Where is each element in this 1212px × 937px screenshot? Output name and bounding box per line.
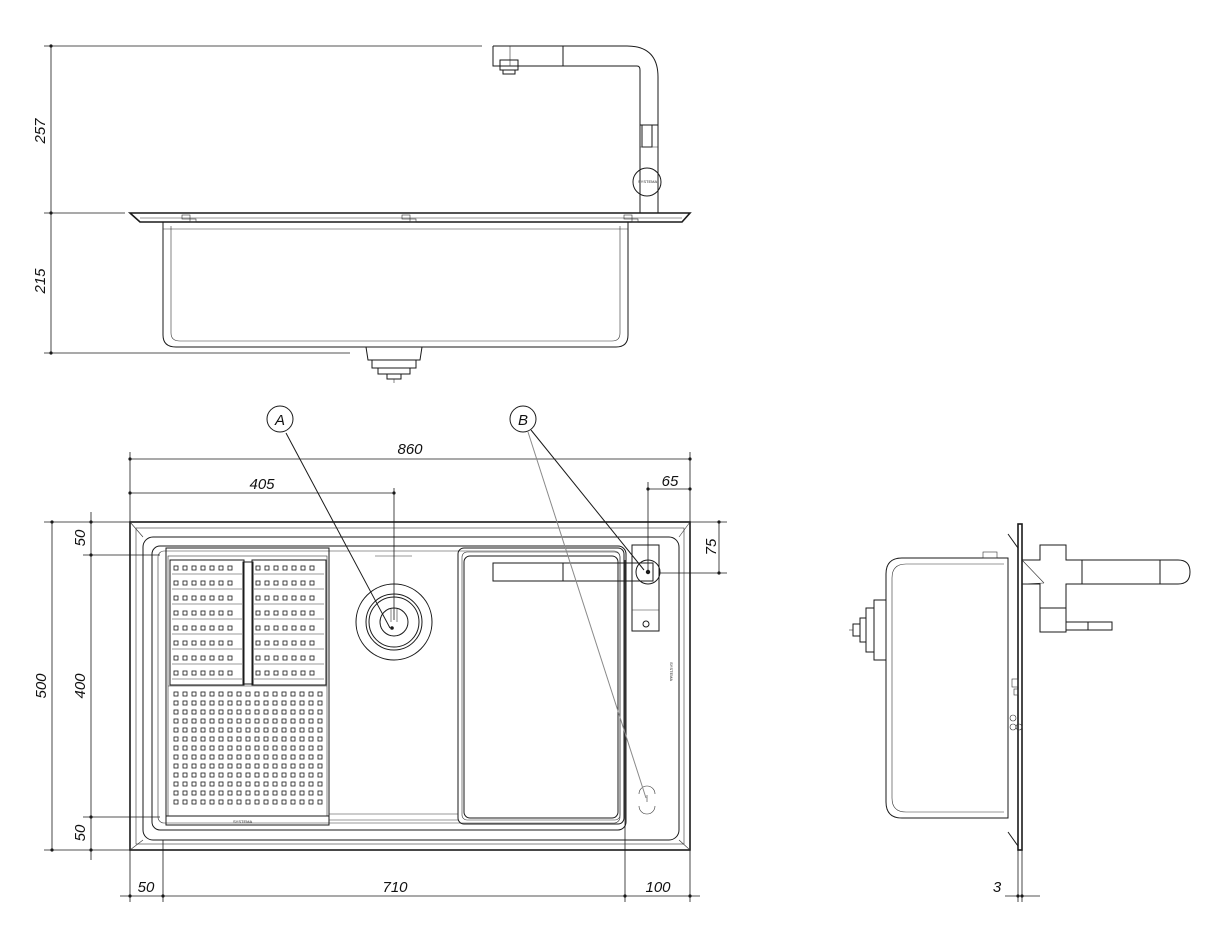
dim-top-margin: 50 [72,529,89,546]
front-view: SYSTEMA 257 215 [32,44,692,383]
dim-bowl-width: 710 [382,879,408,896]
side-view: 3 [849,523,1191,902]
plan-view: SYSTEMA SYSTEMA [33,405,727,902]
dim-inner-depth: 400 [72,673,89,699]
svg-text:SYSTEMA: SYSTEMA [669,662,674,681]
callout-a: A [266,405,294,433]
dim-total-width: 860 [397,441,423,458]
dim-bowl-depth: 215 [32,268,49,295]
dim-faucet-offset: 65 [662,473,679,490]
dim-right-margin: 100 [645,879,671,896]
dim-total-depth: 500 [33,673,50,699]
dim-faucet-from-back: 75 [703,538,720,555]
svg-text:SYSTEMA: SYSTEMA [638,179,657,184]
svg-text:SYSTEMA: SYSTEMA [233,819,252,824]
callout-a-label: A [274,412,285,429]
dim-drain-offset: 405 [249,476,275,493]
callout-b-label: B [518,412,528,429]
dim-faucet-height: 257 [32,118,49,145]
dim-left-margin: 50 [138,879,155,896]
dim-bottom-margin: 50 [72,824,89,841]
callout-b: B [509,405,537,433]
dim-thickness: 3 [993,879,1002,896]
